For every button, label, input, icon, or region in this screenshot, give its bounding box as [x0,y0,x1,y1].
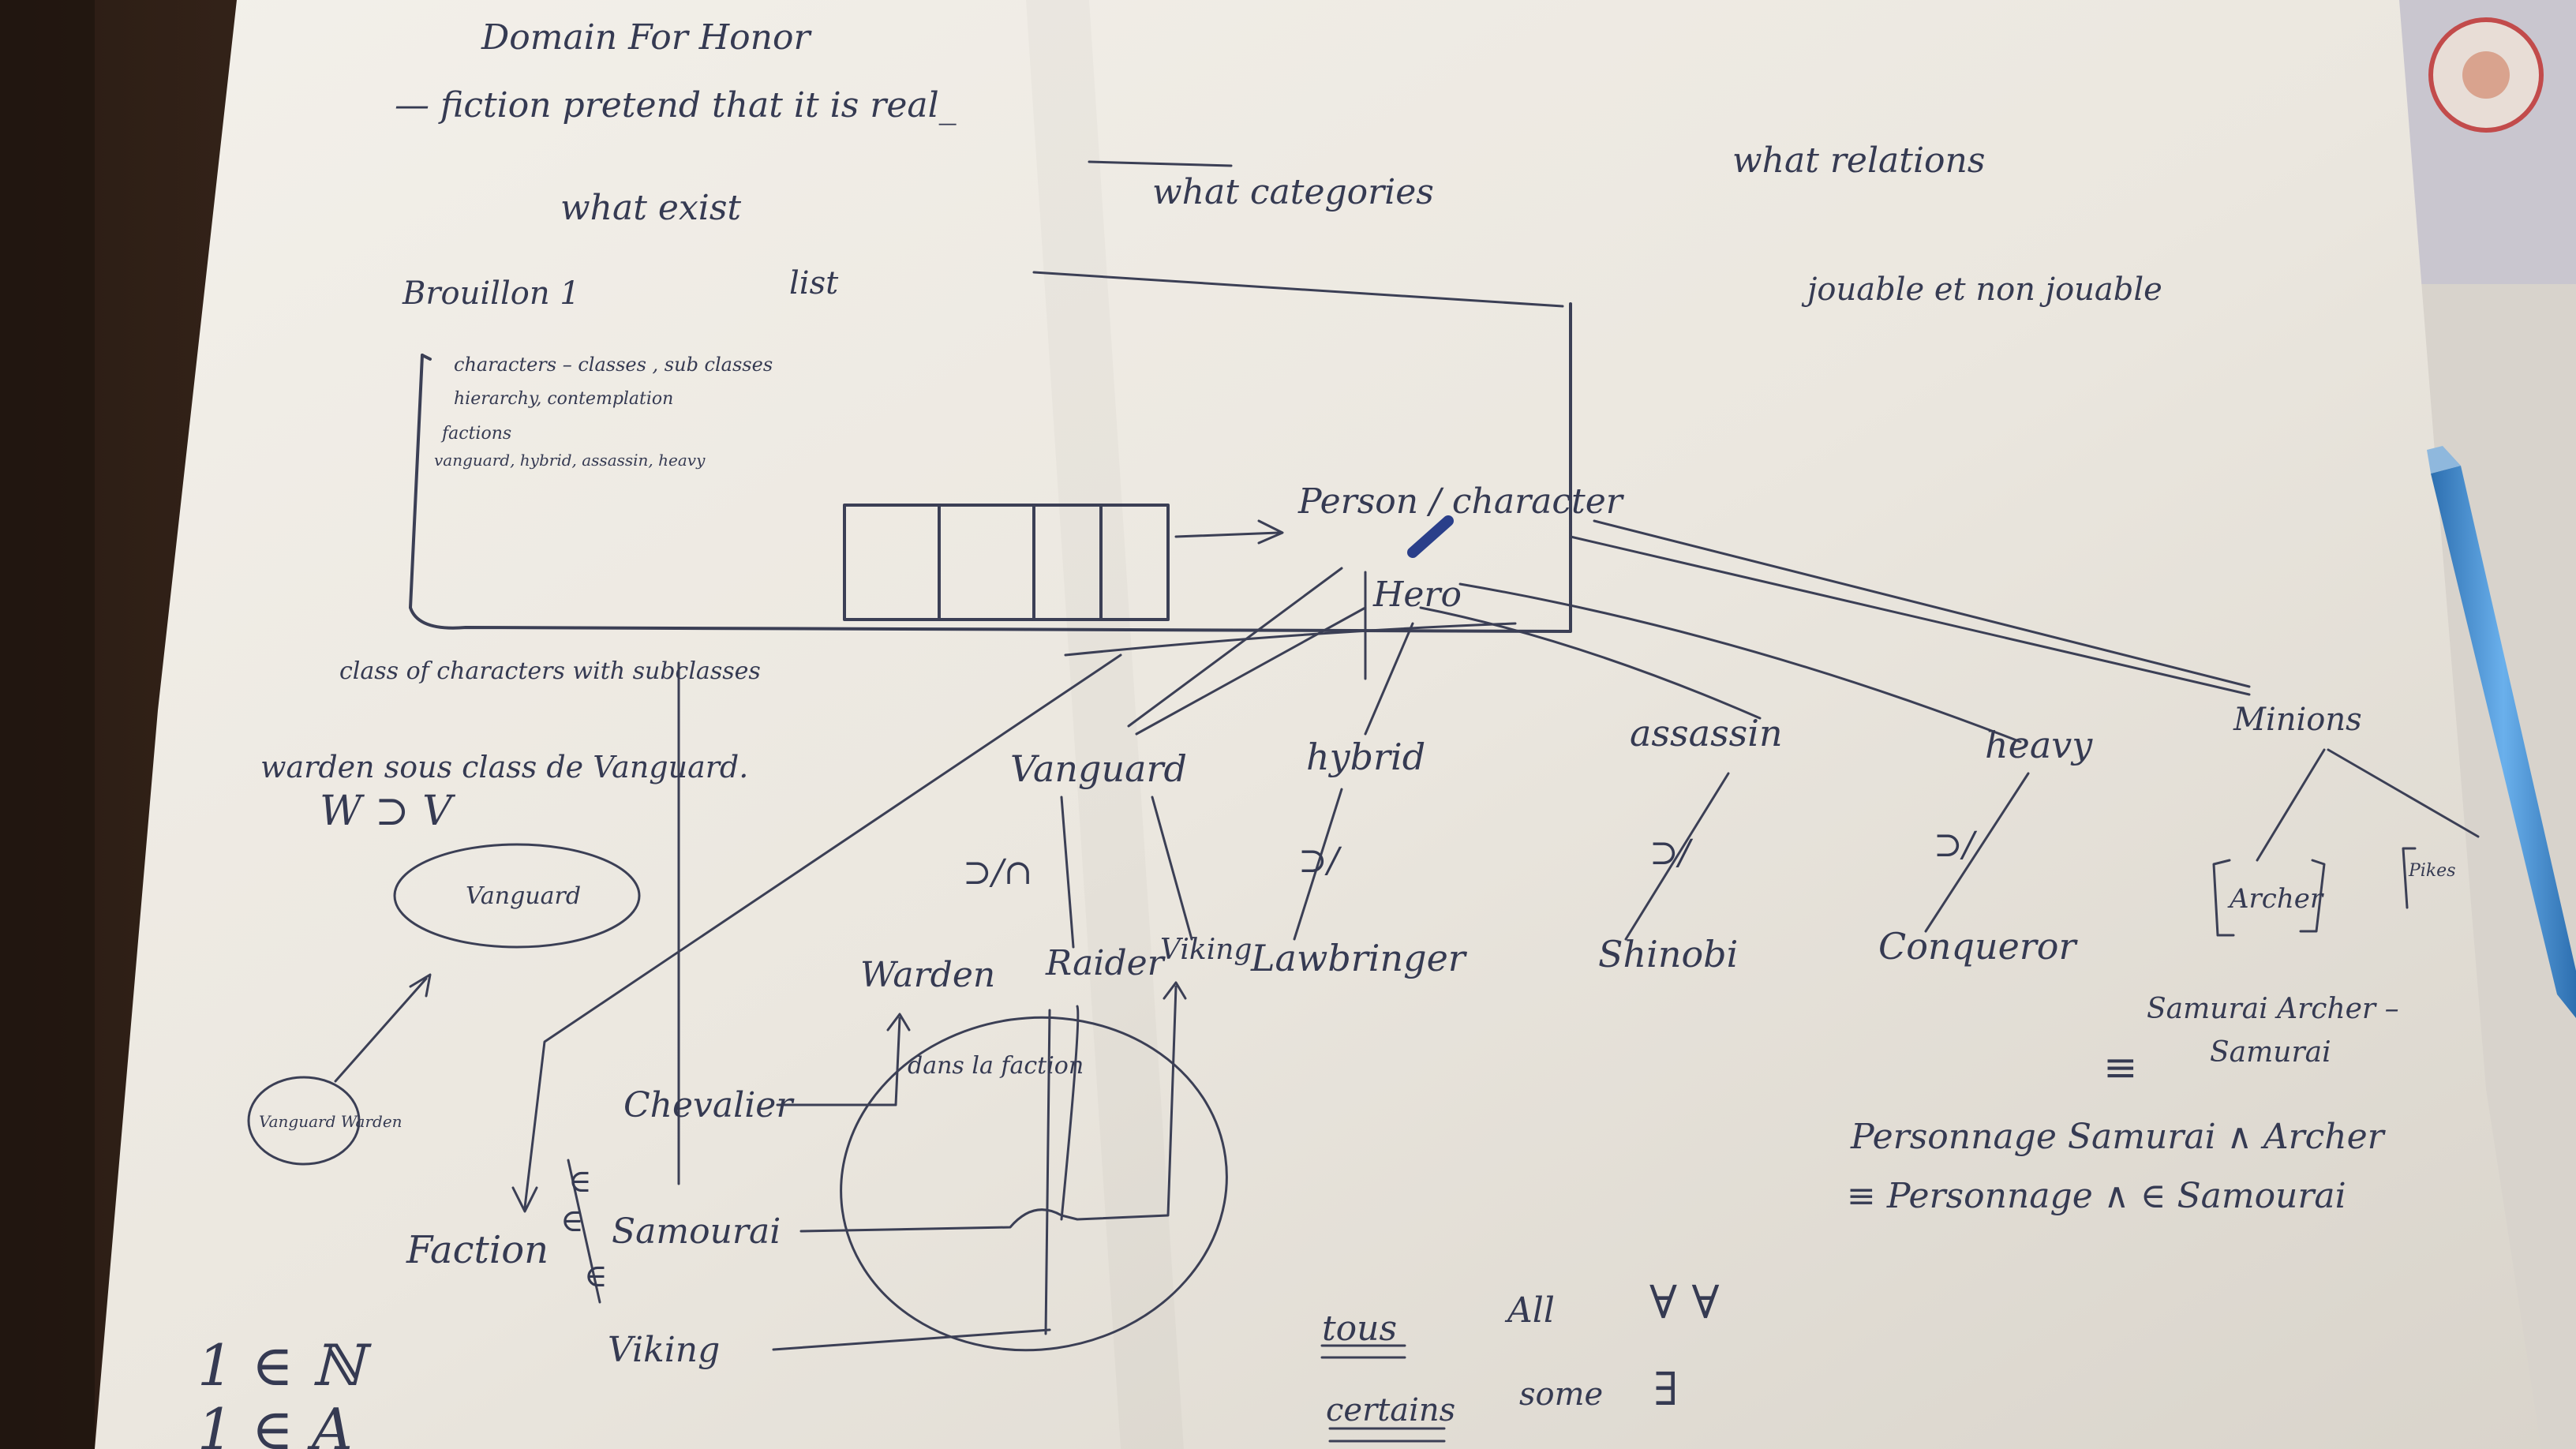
draft-list-label: list [789,265,839,301]
quantifier-notes: tous All ∀ ∀ certains some ∃ [1322,1275,1719,1428]
draft-box: Brouillon 1 list characters – classes , … [402,265,839,470]
mark-vanguard: ⊃/∩ [963,852,1033,893]
node-assassin: assassin [1630,712,1783,754]
hero-raider: Raider [1045,943,1166,983]
node-person: Person / character [1297,481,1625,522]
note-class-subclasses: class of characters with subclasses [339,657,761,685]
hero-lawbringer: Lawbringer [1250,937,1468,979]
faction-chevalier: Chevalier [623,1085,795,1125]
hero-warden: Warden [860,955,995,995]
node-vanguard: Vanguard [1010,747,1187,790]
faction-viking: Viking [608,1330,720,1370]
note-warden-sub: warden sous class de Vanguard. [260,750,748,784]
mark-assassin: ⊃/ [1649,833,1694,873]
left-notes: class of characters with subclasses ward… [259,657,1084,1131]
paper-sheet [95,0,2541,1449]
draft-note-2: hierarchy, contemplation [454,389,673,409]
question-relations: what relations [1732,140,1985,181]
quant-exists: ∃ [1653,1362,1678,1416]
node-heavy: heavy [1985,724,2093,766]
mark-hybrid: ⊃/ [1298,841,1342,881]
playable-note: jouable et non jouable [1801,271,2162,308]
node-hero: Hero [1372,575,1462,615]
draft-note-1: characters – classes , sub classes [454,354,773,376]
logic-eq1: ≡ [2103,1044,2138,1091]
draft-note-3: factions [440,424,511,444]
header-line2: — fiction pretend that it is real_ [395,85,957,125]
header-notes: Domain For Honor — fiction pretend that … [395,17,2162,308]
rel-samourai: ∈ [560,1203,584,1239]
bubble-small: Vanguard Warden [259,1112,402,1131]
mark-heavy: ⊃/ [1934,825,1978,865]
faction-label: Faction [406,1228,549,1272]
rel-chevalier: ∈ [568,1163,592,1200]
logic-personnage: Personnage Samurai ∧ Archer [1850,1117,2387,1157]
question-exist: what exist [560,188,741,228]
logic-eq2: ≡ Personnage ∧ ∈ Samourai [1847,1176,2346,1216]
set-a: 1 ∈ A [197,1396,353,1449]
class-hierarchy: Person / character Hero Vanguard hybrid … [860,481,2455,995]
faction-samourai: Samourai [612,1211,781,1252]
minion-archer: Archer [2227,883,2324,915]
quant-certains: certains [1326,1392,1455,1428]
quant-forall: ∀ ∀ [1649,1275,1719,1329]
minion-pikes: Pikes [2408,861,2455,881]
header-line1: Domain For Honor [481,17,812,58]
hero-viking: Viking [1160,934,1252,966]
hero-conqueror: Conqueror [1878,925,2078,968]
question-categories: what categories [1152,172,1434,212]
rel-viking: ∈ [584,1258,608,1294]
diagram-lines [247,160,2480,1443]
bubble-vanguard: Vanguard [466,882,581,910]
logic-samurai-archer: Samurai Archer – [2147,993,2399,1025]
blue-ink-mark [1407,515,1454,558]
quant-some: some [1519,1376,1603,1413]
hero-shinobi: Shinobi [1598,933,1738,975]
logic-notes: Samurai Archer – Samurai ≡ Personnage Sa… [1847,993,2399,1216]
logic-samurai: Samurai [2210,1036,2331,1069]
table-left-shadow [0,0,95,1449]
draft-title: Brouillon 1 [402,275,580,312]
note-dans: dans la faction [908,1052,1084,1080]
set-n: 1 ∈ ℕ [197,1332,373,1398]
note-formula: W ⊃ V [320,788,455,835]
pen-icon [2427,446,2576,1018]
node-hybrid: hybrid [1306,736,1425,778]
draft-note-4: vanguard, hybrid, assassin, heavy [434,451,706,470]
faction-group: Faction Chevalier Samourai Viking ∈ ∈ ∈ [406,1085,795,1370]
quant-all: All [1504,1290,1555,1331]
node-minions: Minions [2233,702,2362,738]
quant-tous: tous [1322,1309,1397,1349]
set-notes: 1 ∈ ℕ 1 ∈ A [197,1332,373,1449]
